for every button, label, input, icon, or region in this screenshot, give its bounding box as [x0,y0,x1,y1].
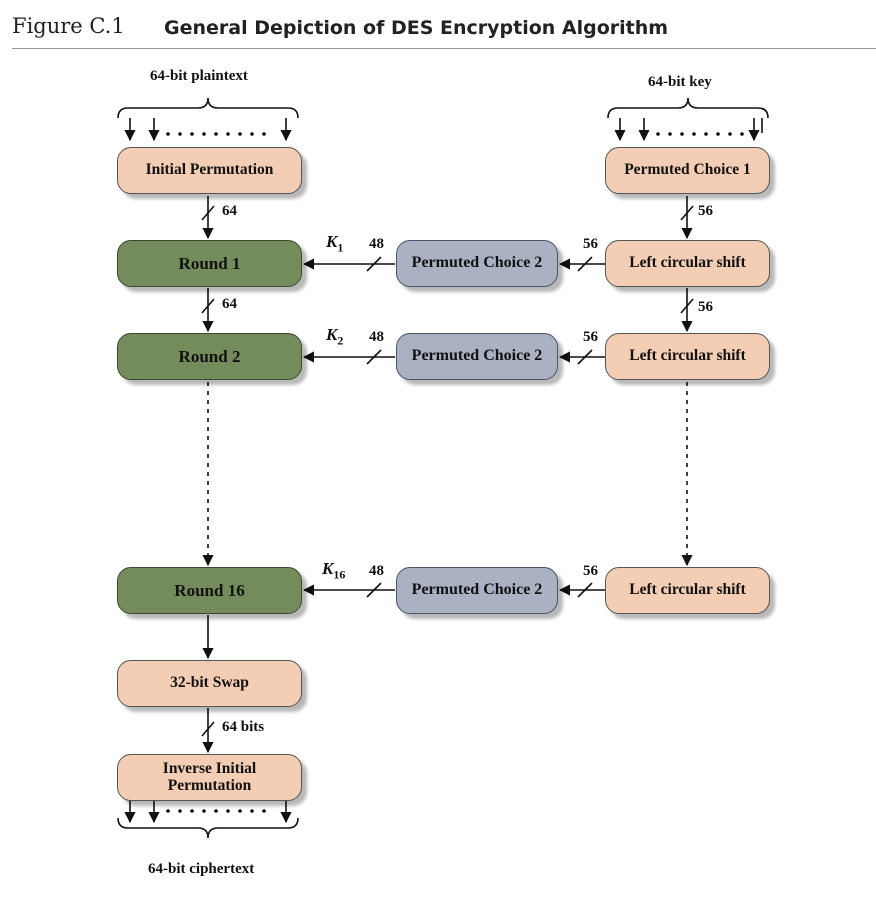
left-circular-shift-16-box: Left circular shift [605,567,770,614]
width-slash [201,298,215,314]
bit-dot [214,809,218,813]
width-slash [201,205,215,221]
bit-dot [728,132,732,136]
permuted-choice-2-box-1: Permuted Choice 2 [396,240,558,287]
bit-dot [178,132,182,136]
inverse-initial-permutation-box: Inverse Initial Permutation [117,754,302,801]
width-label-48-round1: 48 [369,236,384,252]
bit-dot [214,132,218,136]
bit-dot [692,132,696,136]
width-label-48-round2: 48 [369,329,384,345]
bit-dot [238,809,242,813]
key-brace [607,97,769,119]
bit-dot [166,132,170,136]
width-slash [577,256,593,272]
plaintext-label: 64-bit plaintext [150,68,248,84]
width-label-round1-round2: 64 [222,296,237,312]
ciphertext-brace [117,817,299,839]
figure-header: Figure C.1 General Depiction of DES Encr… [12,8,876,49]
plaintext-brace [117,97,299,119]
initial-permutation-box: Initial Permutation [117,147,302,194]
permuted-choice-1-box: Permuted Choice 1 [605,147,770,194]
width-label-56-pc2-1: 56 [583,236,598,252]
subkey-k16-label: K16 [322,559,346,582]
bit-dot [226,809,230,813]
width-label-56-pc2-2: 56 [583,329,598,345]
width-label-swap-iip: 64 bits [222,719,265,735]
round-16-box: Round 16 [117,567,302,614]
bit-dot [238,132,242,136]
bit-dot [262,132,266,136]
bit-dot [656,132,660,136]
left-circular-shift-1-box: Left circular shift [605,240,770,287]
figure-title: General Depiction of DES Encryption Algo… [164,17,669,39]
bit-dot [190,809,194,813]
width-label-ip-round1: 64 [222,203,237,219]
round-2-box: Round 2 [117,333,302,380]
width-slash [366,256,382,272]
width-label-shift1-shift2: 56 [698,299,713,315]
bit-dot [704,132,708,136]
width-label-48-round16: 48 [369,563,384,579]
width-label-56-pc2-16: 56 [583,563,598,579]
bit-dot [226,132,230,136]
bit-dot [680,132,684,136]
bit-dot [190,132,194,136]
bit-dot [166,809,170,813]
width-slash [680,205,694,221]
bit-dot [250,809,254,813]
width-slash [201,721,215,737]
width-slash [577,349,593,365]
key-label: 64-bit key [648,74,712,90]
bit-dot [202,132,206,136]
ciphertext-label: 64-bit ciphertext [148,861,255,877]
width-slash [366,349,382,365]
bit-dot [202,809,206,813]
subkey-k1-label: K1 [326,232,344,255]
permuted-choice-2-box-2: Permuted Choice 2 [396,333,558,380]
permuted-choice-2-box-16: Permuted Choice 2 [396,567,558,614]
width-slash [680,298,694,314]
32-bit-swap-box: 32-bit Swap [117,660,302,707]
left-circular-shift-2-box: Left circular shift [605,333,770,380]
subkey-k2-label: K2 [326,325,344,348]
width-label-pc1-shift1: 56 [698,203,713,219]
bit-dot [262,809,266,813]
bit-dot [716,132,720,136]
width-slash [577,582,593,598]
bit-dot [740,132,744,136]
width-slash [366,582,382,598]
bit-dot [250,132,254,136]
bit-dot [668,132,672,136]
round-1-box: Round 1 [117,240,302,287]
figure-number: Figure C.1 [12,14,125,38]
bit-dot [178,809,182,813]
